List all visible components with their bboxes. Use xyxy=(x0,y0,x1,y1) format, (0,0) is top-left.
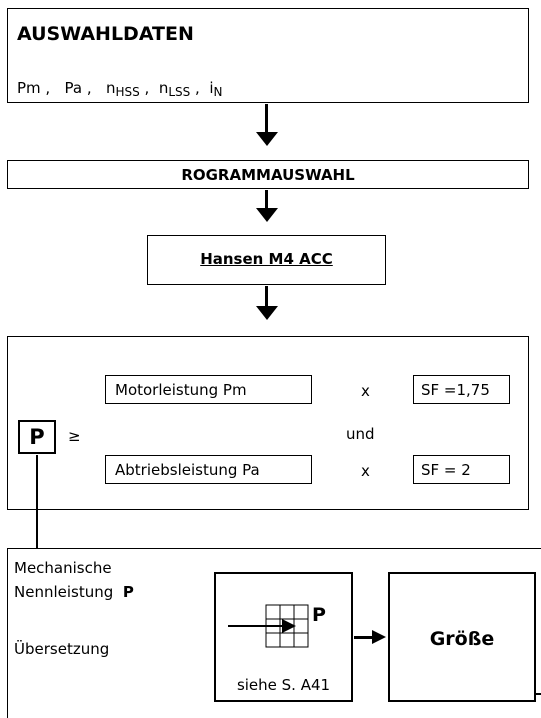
sf1-label: SF =1,75 xyxy=(421,381,490,399)
times-2: x xyxy=(361,462,370,480)
motor-label: Motorleistung Pm xyxy=(115,381,247,399)
arrow-to-groesse-shaft xyxy=(354,636,374,639)
geq-symbol: ≥ xyxy=(68,427,81,445)
groesse-exit-line xyxy=(535,693,541,695)
groesse-box: Größe xyxy=(388,572,536,702)
product-box: Hansen M4 ACC xyxy=(147,235,386,285)
param-nlss: nLSS , xyxy=(158,79,200,99)
arrow-2-head xyxy=(256,208,278,222)
abtrieb-label: Abtriebsleistung Pa xyxy=(115,461,260,479)
mech-line2: Nennleistung P xyxy=(14,583,134,601)
p-connector-line xyxy=(36,455,38,549)
uebersetzung-label: Übersetzung xyxy=(14,640,110,658)
siehe-label: siehe S. A41 xyxy=(236,676,331,694)
table-lookup-box: P siehe S. A41 xyxy=(214,572,353,702)
und-label: und xyxy=(346,425,375,443)
arrow-to-groesse-head xyxy=(372,630,386,644)
bottom-box: Mechanische Nennleistung P Übersetzung P… xyxy=(7,548,541,718)
param-pa: Pa , xyxy=(64,79,92,97)
groesse-label: Größe xyxy=(429,628,495,650)
selection-parameters: Pm , Pa , nHSS , nLSS , iN xyxy=(17,79,223,99)
p-symbol: P xyxy=(29,425,45,449)
arrow-3-shaft xyxy=(265,286,268,308)
times-1: x xyxy=(361,382,370,400)
sf2-box: SF = 2 xyxy=(413,455,510,484)
mech-line1: Mechanische xyxy=(14,559,112,577)
arrow-1-head xyxy=(256,132,278,146)
arrow-2-shaft xyxy=(265,190,268,210)
p-symbol-box: P xyxy=(18,420,56,454)
sf1-box: SF =1,75 xyxy=(413,375,510,404)
table-p-label: P xyxy=(312,604,326,626)
product-name: Hansen M4 ACC xyxy=(200,250,333,268)
sf2-label: SF = 2 xyxy=(421,461,471,479)
programmauswahl-title: ROGRAMMAUSWAHL xyxy=(181,166,355,184)
auswahldaten-box: AUSWAHLDATEN Pm , Pa , nHSS , nLSS , iN xyxy=(7,8,529,103)
arrow-1-shaft xyxy=(265,104,268,134)
abtrieb-box: Abtriebsleistung Pa xyxy=(105,455,312,484)
arrow-3-head xyxy=(256,306,278,320)
param-pm: Pm , xyxy=(17,79,51,97)
motor-box: Motorleistung Pm xyxy=(105,375,312,404)
param-in: iN xyxy=(209,79,223,99)
programmauswahl-box: ROGRAMMAUSWAHL xyxy=(7,160,529,189)
formula-box: P ≥ Motorleistung Pm x SF =1,75 und Abtr… xyxy=(7,336,529,510)
mech-p: P xyxy=(122,583,134,601)
auswahldaten-title: AUSWAHLDATEN xyxy=(17,23,194,45)
param-nhss: nHSS , xyxy=(105,79,150,99)
grid-table-icon xyxy=(228,604,309,648)
